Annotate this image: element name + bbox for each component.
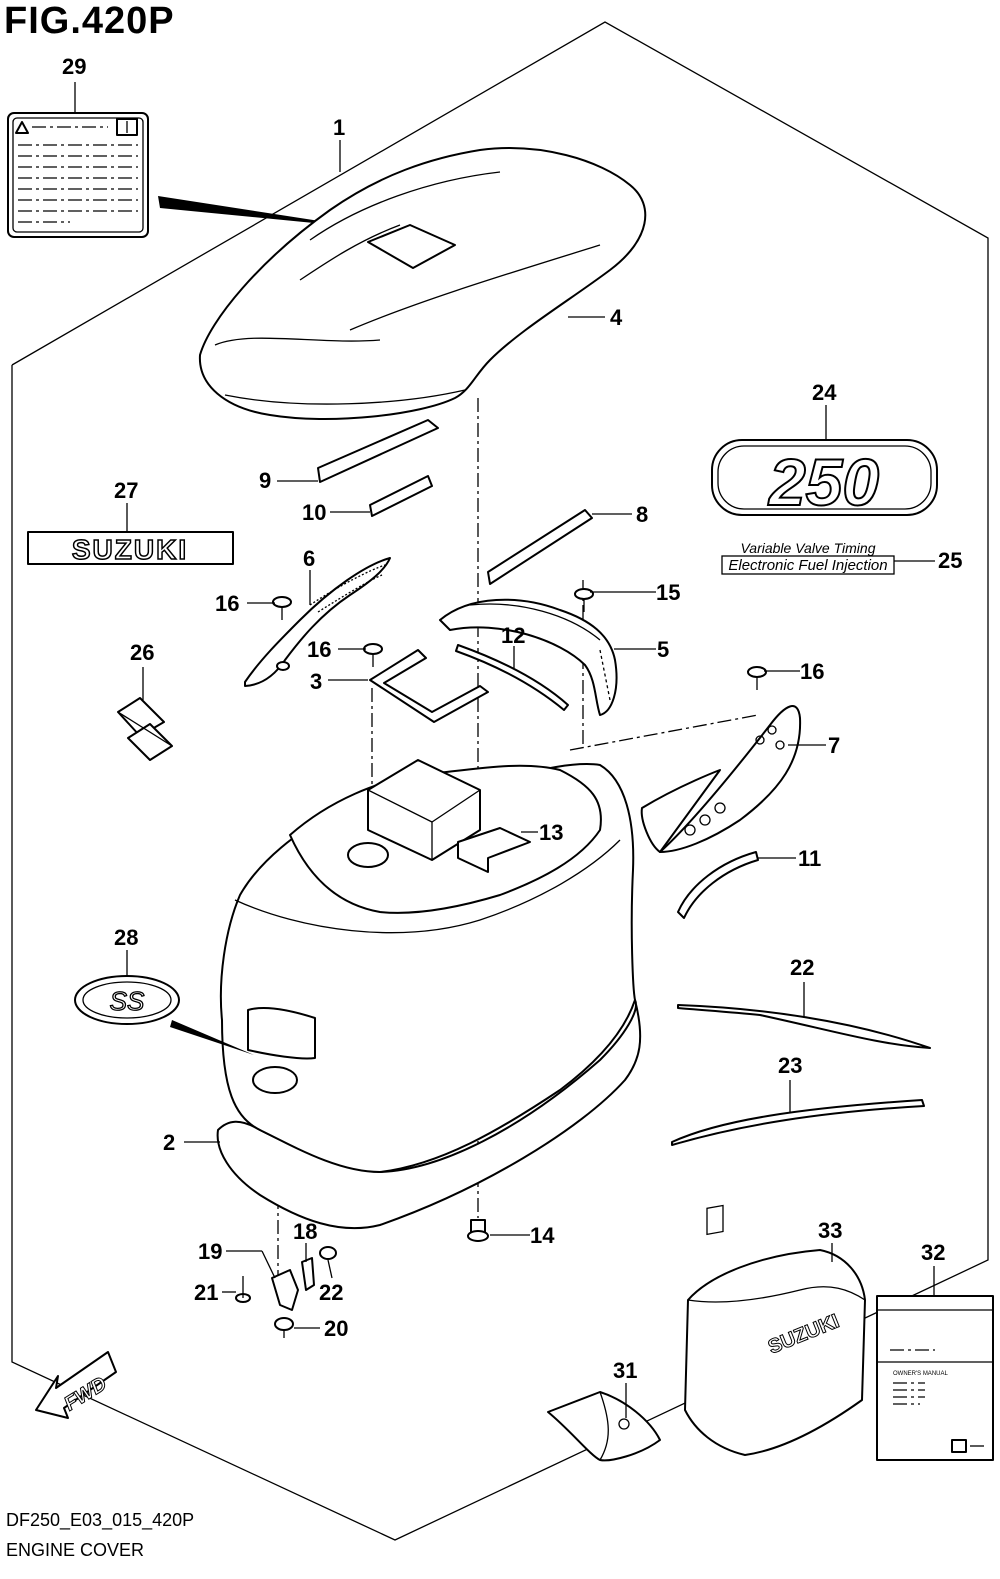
leader-lines <box>74 82 935 1418</box>
callout-12: 12 <box>501 623 525 648</box>
figure-code: DF250_E03_015_420P <box>6 1510 195 1530</box>
part-1-top-cover <box>198 147 647 420</box>
part-12-strip <box>455 644 569 711</box>
part-5-duct <box>439 598 618 716</box>
callout-1: 1 <box>333 115 345 140</box>
callout-3: 3 <box>310 669 322 694</box>
part-6-left-grille <box>244 557 391 687</box>
figure-name: ENGINE COVER <box>6 1540 145 1560</box>
part-24-stripe <box>671 1099 925 1146</box>
callout-17: 16 <box>307 637 331 662</box>
part-32-owners-manual: OWNER'S MANUAL <box>876 1295 994 1461</box>
suzuki-decal-text: SUZUKI <box>72 534 188 565</box>
callout-4: 4 <box>610 305 623 330</box>
part-20-clip <box>274 1317 294 1338</box>
callout-15: 15 <box>656 580 680 605</box>
callout-28: 26 <box>130 640 154 665</box>
callout-26: 25 <box>938 548 962 573</box>
figure-title: FIG.420P <box>4 0 175 42</box>
callout-10: 10 <box>302 500 326 525</box>
part-15-screw <box>574 588 594 612</box>
part-19-latch <box>271 1269 299 1311</box>
callout-14: 14 <box>530 1223 555 1248</box>
vvt-line2: Electronic Fuel Injection <box>728 557 887 574</box>
part-25-250-decal: 250 <box>711 439 938 520</box>
manual-title: OWNER'S MANUAL <box>893 1371 948 1377</box>
callout-23: 22 <box>790 955 814 980</box>
label-27-arrow <box>170 1020 254 1055</box>
callout-20: 20 <box>324 1316 348 1341</box>
callout-24: 23 <box>778 1053 802 1078</box>
part-23-stripe <box>677 1004 931 1049</box>
callout-16b: 16 <box>800 659 824 684</box>
isometric-frame <box>11 21 989 1541</box>
part-33-storage-cover: SUZUKI <box>684 1204 866 1456</box>
part-3-gasket <box>369 649 489 723</box>
part-14-grommet <box>467 1219 489 1242</box>
part-9-seal <box>317 419 439 483</box>
part-16-screw-left <box>272 596 292 620</box>
callout-30: 29 <box>62 54 86 79</box>
callout-2: 2 <box>163 1130 175 1155</box>
fwd-arrow: FWD <box>35 1351 117 1419</box>
part-31-bag <box>547 1391 661 1462</box>
callout-32: 32 <box>921 1240 945 1265</box>
part-11-seal <box>677 851 759 919</box>
part-27-ss-logo: SS <box>74 975 180 1025</box>
ss-logo-text: SS <box>110 986 145 1016</box>
callout-7: 7 <box>828 733 840 758</box>
part-7-right-grille <box>640 705 802 853</box>
part-16-screw-right <box>747 666 767 690</box>
callout-6: 6 <box>303 546 315 571</box>
callout-16a: 16 <box>215 591 239 616</box>
decal-250-text: 250 <box>767 445 879 519</box>
callout-22: 22 <box>319 1280 343 1305</box>
callout-5: 5 <box>657 637 669 662</box>
part-28-s-logo <box>117 697 173 761</box>
callout-9: 9 <box>259 468 271 493</box>
part-2-lower-cover <box>216 759 642 1230</box>
part-29-suzuki-decal: SUZUKI <box>27 531 234 566</box>
callout-29: 27 <box>114 478 138 503</box>
part-30-warning-label <box>7 112 149 238</box>
callout-13: 13 <box>539 820 563 845</box>
callout-27: 28 <box>114 925 138 950</box>
callout-8: 8 <box>636 502 648 527</box>
callout-18: 18 <box>293 1219 317 1244</box>
assembly-line-7 <box>569 714 759 751</box>
part-10-seal <box>369 475 433 517</box>
callout-31: 31 <box>613 1358 637 1383</box>
part-22-bolt <box>319 1246 337 1260</box>
callout-numbers: 29 1 4 24 9 27 10 8 25 6 16 15 12 5 16 2… <box>62 54 962 1383</box>
callout-21: 21 <box>194 1280 218 1305</box>
part-8-seal <box>487 509 593 585</box>
label-30-arrow <box>158 196 365 228</box>
vvt-line1: Variable Valve Timing <box>740 540 875 556</box>
part-17-screw <box>363 643 383 667</box>
callout-11: 11 <box>798 846 821 871</box>
callout-25: 24 <box>812 380 837 405</box>
callout-33: 33 <box>818 1218 842 1243</box>
part-26-vvt-decal: Variable Valve Timing Electronic Fuel In… <box>721 540 895 575</box>
part-21-bolt <box>235 1276 251 1303</box>
callout-19: 19 <box>198 1239 222 1264</box>
part-18-bracket <box>301 1257 315 1291</box>
